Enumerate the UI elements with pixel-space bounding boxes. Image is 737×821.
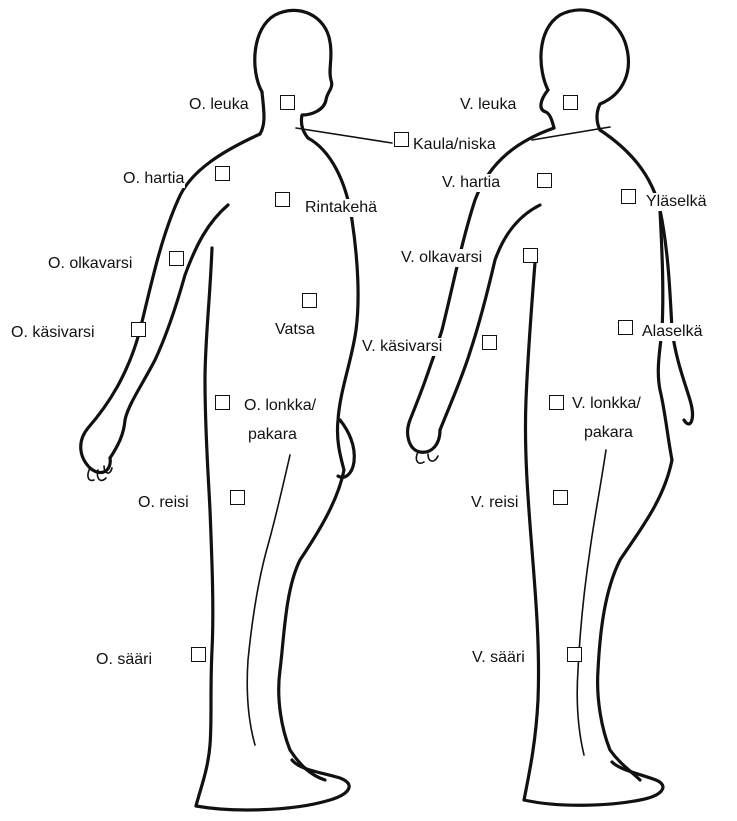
checkbox-alaselka[interactable] <box>618 320 633 335</box>
label-o-hartia: O. hartia <box>122 170 185 188</box>
checkbox-rintakeha[interactable] <box>275 192 290 207</box>
label-o-saari: O. sääri <box>95 651 153 669</box>
label-o-lonkka-line2: pakara <box>247 426 298 444</box>
checkbox-v-lonkka[interactable] <box>549 395 564 410</box>
label-v-lonkka-line1: V. lonkka/ <box>571 395 642 413</box>
label-v-kasivarsi: V. käsivarsi <box>361 338 443 356</box>
checkbox-o-olkavarsi[interactable] <box>169 251 184 266</box>
label-v-olkavarsi: V. olkavarsi <box>400 249 483 267</box>
label-v-hartia: V. hartia <box>441 174 501 192</box>
checkbox-o-kasivarsi[interactable] <box>131 322 146 337</box>
label-kaula-niska: Kaula/niska <box>412 136 497 154</box>
label-v-lonkka-line2: pakara <box>583 424 634 442</box>
label-rintakeha: Rintakehä <box>304 199 378 217</box>
label-v-reisi: V. reisi <box>470 494 519 512</box>
label-o-lonkka-line1: O. lonkka/ <box>243 397 317 415</box>
label-vatsa: Vatsa <box>274 321 316 339</box>
checkbox-o-saari[interactable] <box>191 647 206 662</box>
label-o-kasivarsi: O. käsivarsi <box>10 324 96 342</box>
checkbox-v-kasivarsi[interactable] <box>482 335 497 350</box>
checkbox-v-leuka[interactable] <box>563 95 578 110</box>
checkbox-o-leuka[interactable] <box>280 95 295 110</box>
checkbox-o-reisi[interactable] <box>230 490 245 505</box>
label-o-leuka: O. leuka <box>188 96 250 114</box>
checkbox-v-reisi[interactable] <box>553 490 568 505</box>
label-o-olkavarsi: O. olkavarsi <box>47 255 133 273</box>
label-v-leuka: V. leuka <box>459 96 517 114</box>
checkbox-o-lonkka[interactable] <box>215 395 230 410</box>
checkbox-o-hartia[interactable] <box>215 166 230 181</box>
checkbox-kaula-niska[interactable] <box>394 132 409 147</box>
label-v-saari: V. sääri <box>471 649 526 667</box>
label-o-reisi: O. reisi <box>137 494 190 512</box>
label-ylaselka: Yläselkä <box>645 193 707 211</box>
checkbox-v-olkavarsi[interactable] <box>523 248 538 263</box>
checkbox-v-saari[interactable] <box>567 647 582 662</box>
checkbox-ylaselka[interactable] <box>621 189 636 204</box>
checkbox-vatsa[interactable] <box>302 293 317 308</box>
label-alaselka: Alaselkä <box>641 323 703 341</box>
checkbox-v-hartia[interactable] <box>537 173 552 188</box>
